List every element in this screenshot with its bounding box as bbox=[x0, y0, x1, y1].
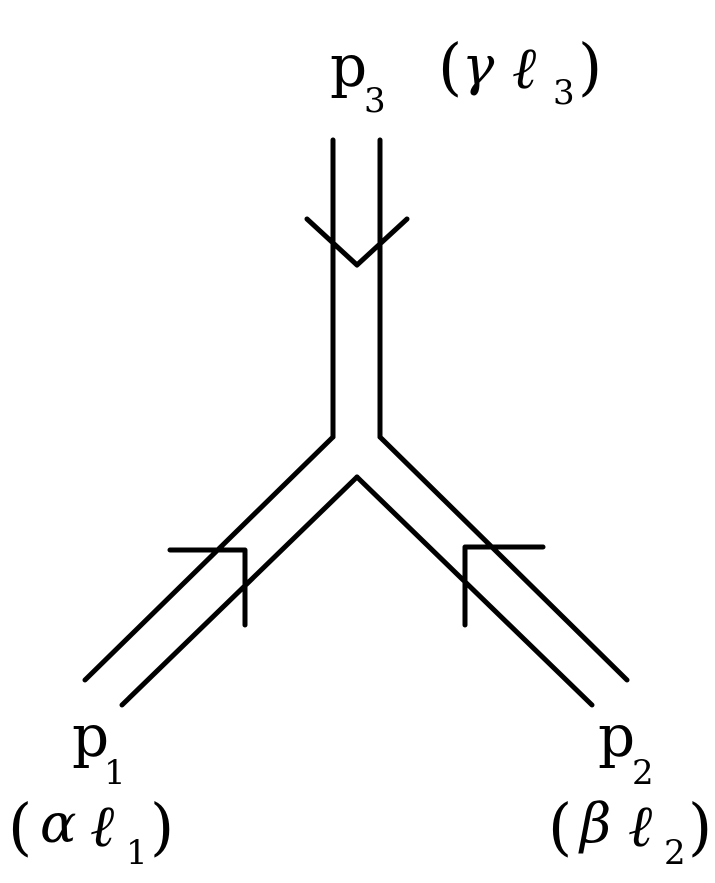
top-ell-symbol: ℓ bbox=[512, 34, 536, 102]
left-leg-label: p 1 ( α ℓ 1 ) bbox=[8, 702, 174, 873]
right-greek-symbol: β bbox=[578, 792, 611, 855]
top-ell-subscript: 3 bbox=[553, 73, 575, 113]
top-open-paren: ( bbox=[438, 30, 462, 103]
right-momentum-symbol: p bbox=[598, 702, 635, 770]
right-leg-inner-line bbox=[354, 474, 595, 708]
left-leg-outer-line bbox=[82, 434, 336, 683]
left-greek-symbol: α bbox=[40, 792, 76, 855]
right-leg-outer-line bbox=[377, 434, 630, 683]
right-close-paren: ) bbox=[688, 790, 712, 863]
right-leg-marker bbox=[462, 544, 546, 628]
right-ell-symbol: ℓ bbox=[628, 792, 652, 860]
left-leg-marker bbox=[167, 547, 248, 628]
left-momentum-subscript: 1 bbox=[104, 753, 126, 793]
right-open-paren: ( bbox=[548, 790, 572, 863]
right-ell-subscript: 2 bbox=[664, 833, 686, 873]
top-momentum-symbol: p bbox=[330, 32, 367, 100]
top-leg-arrow bbox=[304, 216, 410, 268]
left-close-paren: ) bbox=[150, 790, 174, 863]
left-ell-subscript: 1 bbox=[126, 833, 148, 873]
left-momentum-symbol: p bbox=[72, 702, 109, 770]
left-ell-symbol: ℓ bbox=[90, 792, 114, 860]
top-leg-label: p 3 ( γ ℓ 3 ) bbox=[330, 30, 602, 121]
top-close-paren: ) bbox=[578, 30, 602, 103]
left-open-paren: ( bbox=[8, 790, 32, 863]
left-leg-inner-line bbox=[119, 474, 360, 708]
top-greek-symbol: γ bbox=[462, 34, 495, 97]
top-momentum-subscript: 3 bbox=[364, 81, 386, 121]
right-momentum-subscript: 2 bbox=[632, 753, 654, 793]
right-leg-label: p 2 ( β ℓ 2 ) bbox=[548, 702, 712, 873]
